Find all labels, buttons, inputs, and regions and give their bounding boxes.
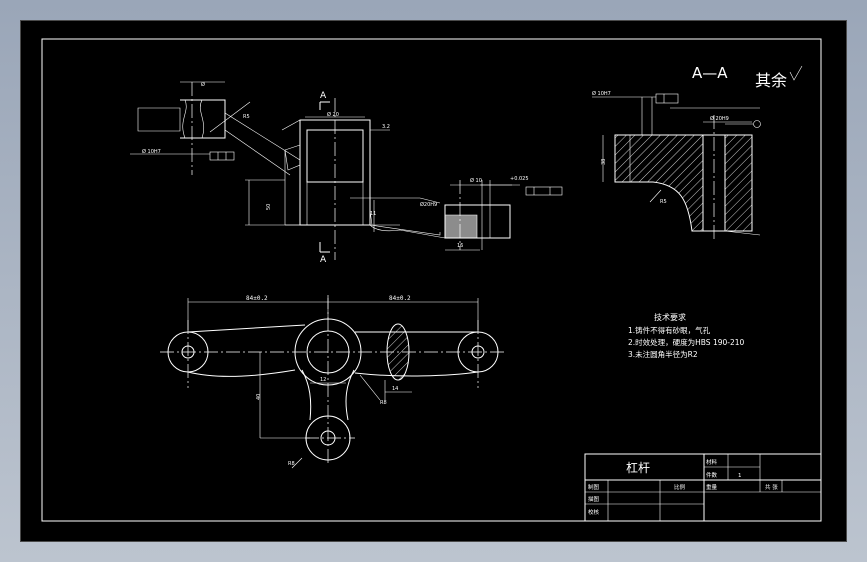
svg-text:R5: R5: [243, 114, 250, 120]
part-name: 杠杆: [626, 460, 650, 475]
svg-text:Ø20H9: Ø20H9: [420, 201, 437, 208]
svg-text:+0.025: +0.025: [510, 176, 529, 182]
svg-text:Ø: Ø: [201, 81, 205, 88]
svg-text:14: 14: [392, 386, 398, 392]
drawing-viewport[interactable]: Ø R5 Ø 10H7: [20, 20, 847, 542]
label-quantity: 件数: [706, 471, 718, 479]
label-material: 材料: [706, 458, 718, 466]
svg-text:Ø 10H7: Ø 10H7: [592, 90, 611, 97]
title-block: 杠杆 材料 件数 1 比例 重量 共 张 制图 描图 校核: [584, 453, 822, 522]
front-view: 84±0.2 84±0.2: [160, 295, 505, 469]
label-checker: 校核: [588, 508, 600, 516]
svg-text:38: 38: [601, 159, 607, 165]
tech-requirements: 技术要求 1.铸件不得有砂眼，气孔 2.时效处理，硬度为HBS 190-210 …: [628, 312, 745, 359]
svg-text:Ø 10H7: Ø 10H7: [142, 148, 161, 155]
label-drawn: 描图: [588, 495, 600, 503]
label-scale: 比例: [674, 483, 686, 491]
top-view: Ø R5 Ø 10H7: [130, 81, 563, 265]
svg-text:R5: R5: [660, 199, 667, 205]
label-weight: 重量: [706, 483, 718, 491]
svg-text:3.2: 3.2: [382, 124, 390, 130]
label-sheet: 共 张: [765, 483, 778, 491]
tech-req-item-3: 3.未注圆角半径为R2: [628, 349, 698, 359]
surface-note: 其余: [755, 71, 787, 90]
svg-text:40: 40: [256, 394, 262, 400]
tech-req-item-2: 2.时效处理，硬度为HBS 190-210: [628, 337, 745, 347]
tech-req-item-1: 1.铸件不得有砂眼，气孔: [628, 325, 711, 335]
label-designer: 制图: [588, 483, 600, 491]
section-label: A—A: [692, 64, 728, 82]
svg-text:R8: R8: [380, 400, 387, 406]
section-marker-bottom: A: [320, 255, 327, 265]
svg-text:R8: R8: [288, 461, 295, 467]
svg-text:11: 11: [370, 211, 376, 217]
svg-text:Ø 10: Ø 10: [470, 177, 482, 184]
section-marker-top: A: [320, 91, 327, 101]
value-quantity: 1: [738, 473, 742, 479]
drawing-border: [41, 38, 822, 522]
svg-text:12: 12: [320, 377, 326, 383]
section-view: A—A 其余 Ø 10H7: [592, 64, 803, 242]
svg-text:16: 16: [457, 243, 463, 249]
svg-text:50: 50: [266, 204, 272, 210]
roughness-symbol: [789, 65, 803, 81]
svg-text:Ø 20: Ø 20: [327, 111, 339, 118]
tech-req-title: 技术要求: [654, 312, 686, 322]
svg-text:Ø 20H9: Ø 20H9: [710, 115, 729, 122]
dim-left-span: 84±0.2: [246, 295, 268, 302]
dim-right-span: 84±0.2: [389, 295, 411, 302]
drawing-canvas: Ø R5 Ø 10H7: [41, 38, 822, 522]
